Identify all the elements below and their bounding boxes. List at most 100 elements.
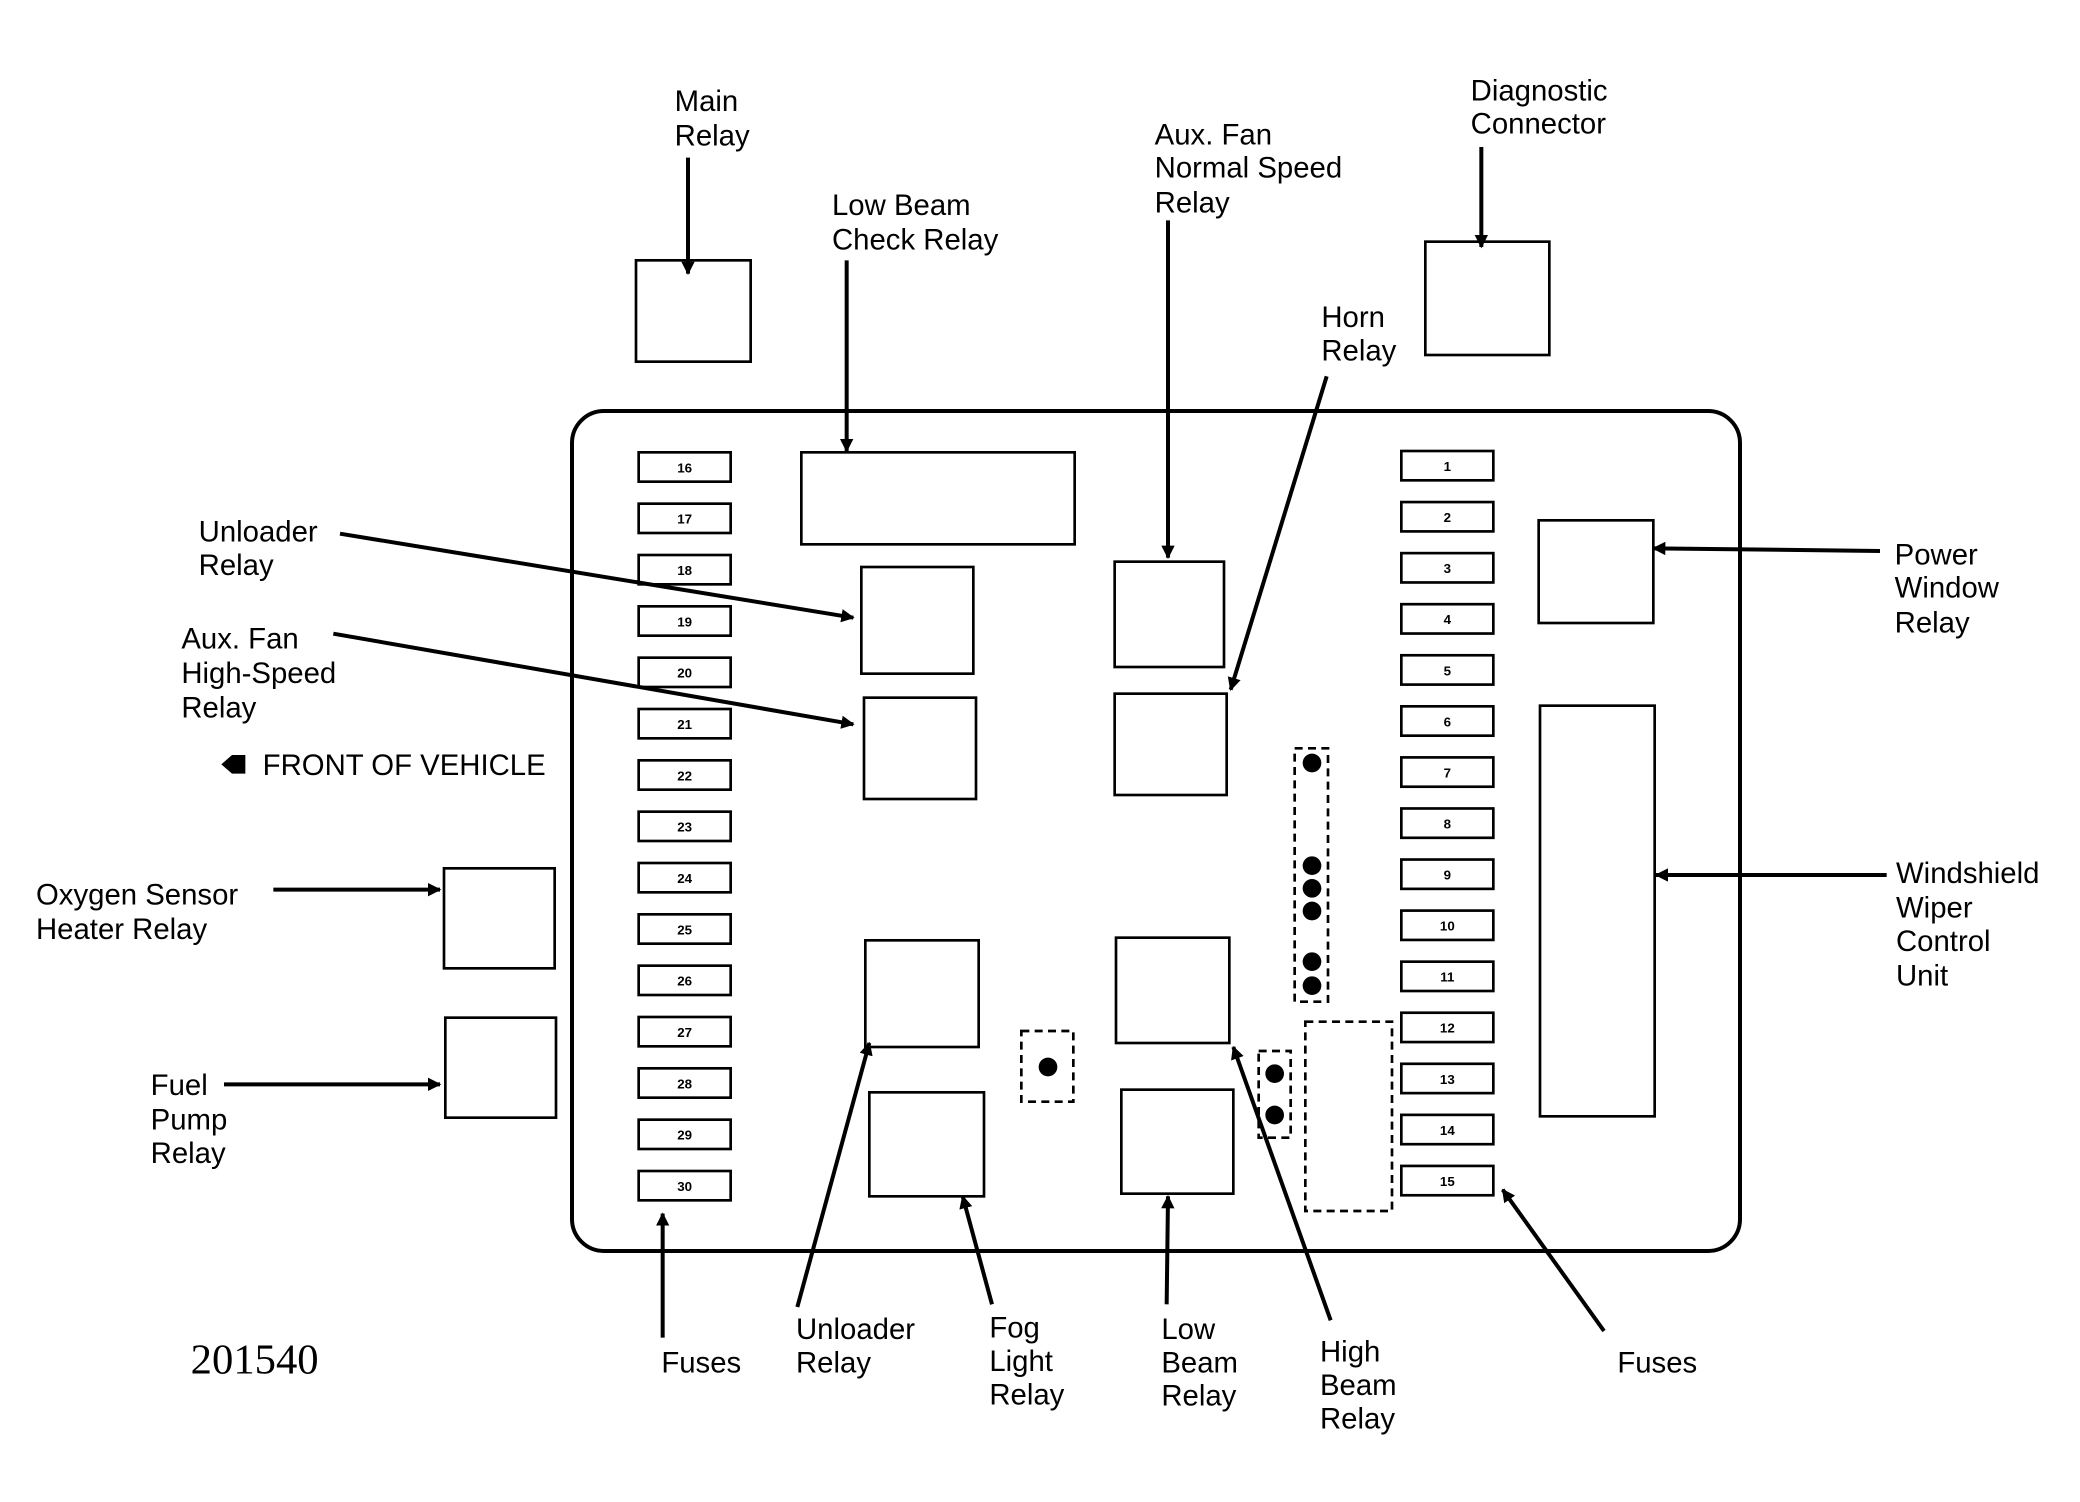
fuse-8: 8	[1400, 807, 1495, 840]
main-relay-box	[634, 258, 752, 363]
fuse-number: 4	[1444, 612, 1452, 627]
label-line: High	[1320, 1336, 1380, 1369]
terminal-dot	[1302, 879, 1322, 898]
oxygen-sensor-heater-relay-box	[442, 867, 556, 970]
fuse-22: 22	[637, 759, 732, 791]
fuse-25: 25	[637, 913, 732, 945]
label-line: Relay	[199, 549, 274, 582]
terminal-dot	[1302, 901, 1322, 921]
label-line: Control	[1896, 925, 1991, 958]
aux-fan-high-speed-relay-box	[862, 696, 978, 801]
fuse-number: 23	[677, 820, 692, 835]
fuse-number: 28	[677, 1076, 692, 1091]
label-line: Relay	[181, 692, 256, 725]
fuse-28: 28	[637, 1066, 732, 1099]
fuse-7: 7	[1400, 756, 1495, 789]
fuse-15: 15	[1400, 1164, 1495, 1197]
fuse-number: 21	[677, 717, 692, 732]
label-line: Connector	[1471, 108, 1607, 141]
fuse-2: 2	[1400, 500, 1495, 533]
connector-a	[1293, 747, 1330, 1003]
aux-fan-high-speed-relay-arrow	[332, 631, 855, 729]
fuse-number: 20	[677, 666, 692, 681]
figure-number: 201540	[191, 1337, 319, 1384]
fuel-pump-relay-box	[443, 1016, 558, 1119]
fuse-number: 10	[1440, 919, 1455, 934]
high-beam-relay-box	[1114, 936, 1231, 1045]
fuse-5: 5	[1400, 653, 1495, 686]
fuse-12: 12	[1400, 1011, 1495, 1044]
label-line: Relay	[151, 1137, 226, 1170]
connector-d	[1303, 1020, 1394, 1213]
fuse-20: 20	[637, 656, 732, 689]
fuse-11: 11	[1400, 960, 1495, 993]
label-line: Horn	[1321, 301, 1385, 334]
fuse-number: 26	[677, 974, 692, 989]
fuse-17: 17	[637, 502, 732, 535]
aux-fan-normal-speed-relay-box	[1113, 560, 1226, 669]
fuse-number: 29	[677, 1128, 692, 1143]
fuse-number: 7	[1444, 765, 1451, 780]
fuse-number: 6	[1444, 714, 1451, 729]
fuse-18: 18	[637, 553, 732, 586]
front-arrow-icon	[221, 755, 246, 774]
fuse-10: 10	[1400, 909, 1495, 942]
unloader-relay-bottom-arrow	[795, 1041, 873, 1308]
label-line: Normal Speed	[1155, 152, 1342, 185]
fuse-16: 16	[637, 450, 732, 483]
unloader-relay-upper-box	[859, 565, 975, 675]
fuse-number: 11	[1440, 970, 1455, 985]
label-line: Main	[675, 85, 739, 118]
label-line: Oxygen Sensor	[36, 878, 238, 911]
label-line: Relay	[1321, 334, 1396, 367]
terminal-dot	[1265, 1105, 1284, 1125]
fuse-4: 4	[1400, 602, 1495, 635]
horn-relay-arrow	[1227, 375, 1329, 691]
connector-c	[1257, 1049, 1292, 1139]
windshield-wiper-control-unit-box	[1538, 704, 1656, 1118]
fog-light-relay-arrow	[959, 1195, 994, 1305]
label-line: Aux. Fan	[181, 622, 298, 655]
unloader-relay-left-arrow	[339, 531, 855, 623]
terminal-dot	[1302, 753, 1322, 773]
fuse-number: 19	[677, 614, 692, 629]
terminal-dot	[1302, 952, 1322, 971]
fuse-number: 14	[1440, 1123, 1455, 1138]
fuse-3: 3	[1400, 551, 1495, 584]
label-line: Relay	[989, 1378, 1064, 1411]
label-line: Relay	[1895, 606, 1970, 639]
label-line: Beam	[1161, 1346, 1238, 1379]
fuse-number: 13	[1440, 1072, 1455, 1087]
label-line: Aux. Fan	[1155, 118, 1272, 151]
low-beam-relay-arrow	[1161, 1195, 1175, 1305]
fuse-number: 25	[677, 922, 692, 937]
terminal-dot	[1302, 976, 1322, 995]
label-line: Relay	[1155, 186, 1230, 219]
fog-light-relay-box	[868, 1091, 986, 1198]
label-line: Unit	[1896, 960, 1948, 993]
label-line: Relay	[675, 120, 750, 153]
label-line: Beam	[1320, 1369, 1397, 1402]
fuse-6: 6	[1400, 705, 1495, 737]
fuse-number: 5	[1444, 663, 1452, 678]
fuse-13: 13	[1400, 1062, 1495, 1095]
label-line: Relay	[1320, 1402, 1395, 1435]
fuse-box-outline	[570, 409, 1742, 1253]
fuse-23: 23	[637, 810, 732, 843]
label-line: Window	[1895, 572, 2000, 605]
fuses-left-label: Fuses	[661, 1346, 741, 1379]
fuse-14: 14	[1400, 1113, 1495, 1146]
power-window-relay-box	[1537, 519, 1655, 625]
label-line: Pump	[151, 1104, 228, 1137]
fuse-1: 1	[1400, 449, 1495, 482]
label-line: Fuses	[661, 1346, 741, 1379]
fuse-number: 12	[1440, 1021, 1455, 1036]
